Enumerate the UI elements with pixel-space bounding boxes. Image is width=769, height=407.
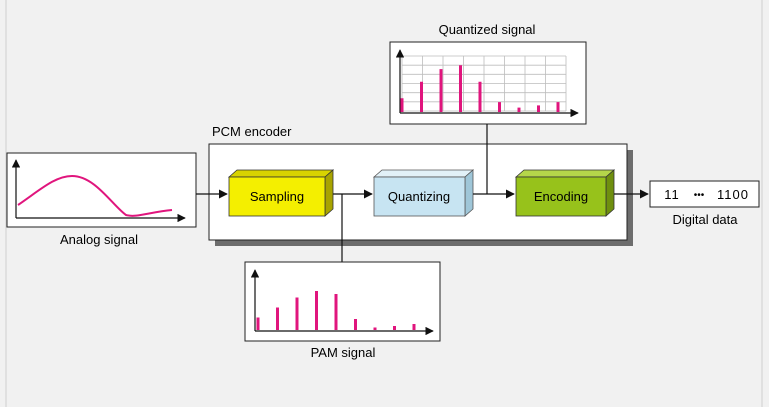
quantizing-block-label: Quantizing (388, 189, 450, 204)
encoding-block: Encoding (514, 169, 616, 217)
quantizing-block: Quantizing (372, 169, 475, 217)
quantized-signal-label: Quantized signal (439, 22, 536, 37)
digital-data-dots: ••• (694, 190, 705, 201)
pam-signal-panel (244, 261, 441, 342)
digital-data-left: 11 (664, 187, 680, 202)
sampling-block-label: Sampling (250, 189, 304, 204)
analog-waveform (17, 174, 173, 217)
analog-signal-panel (6, 152, 197, 228)
quantized-signal-panel (389, 41, 587, 125)
quantized-samples (400, 65, 560, 112)
sampling-block: Sampling (227, 169, 335, 217)
analog-signal-label: Analog signal (60, 232, 138, 247)
pam-samples (256, 291, 416, 330)
pcm-encoder-label: PCM encoder (212, 124, 292, 139)
digital-data-box: 11 ••• 1100 (649, 180, 760, 208)
digital-data-label: Digital data (672, 212, 738, 227)
digital-data-right: 1100 (717, 187, 749, 202)
encoding-block-label: Encoding (534, 189, 588, 204)
quantized-grid (401, 55, 567, 112)
pam-signal-label: PAM signal (311, 345, 376, 360)
